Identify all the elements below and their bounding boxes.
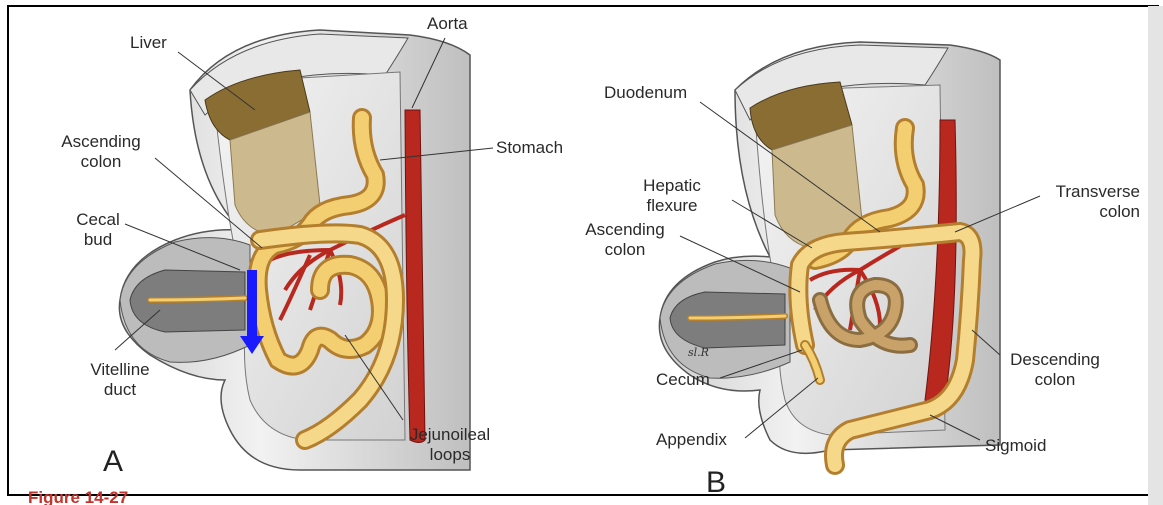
label-cecal-bud: Cecal bud — [68, 210, 128, 250]
label-stomach: Stomach — [496, 138, 563, 158]
artist-signature: sl.R — [688, 346, 709, 359]
label-jejunoileal-loops: Jejunoileal loops — [395, 425, 505, 465]
label-appendix: Appendix — [656, 430, 727, 450]
label-duodenum: Duodenum — [604, 83, 687, 103]
label-cecum: Cecum — [656, 370, 710, 390]
label-liver: Liver — [130, 33, 167, 53]
label-sigmoid: Sigmoid — [985, 436, 1046, 456]
label-ascending-colon-a: Ascending colon — [46, 132, 156, 172]
label-ascending-colon-b: Ascending colon — [570, 220, 680, 260]
page-edge — [1148, 6, 1163, 505]
label-vitelline-duct: Vitelline duct — [80, 360, 160, 400]
label-transverse-colon: Transverse colon — [1040, 182, 1140, 222]
panel-a-illustration — [115, 30, 493, 470]
panel-letter-a: A — [103, 445, 123, 479]
label-descending-colon: Descending colon — [1000, 350, 1110, 390]
label-hepatic-flexure: Hepatic flexure — [632, 176, 712, 216]
panel-b-illustration: sl.R — [659, 42, 1040, 465]
panel-letter-b: B — [706, 466, 726, 500]
label-aorta: Aorta — [427, 14, 468, 34]
figure-caption: Figure 14-27 — [28, 488, 458, 505]
